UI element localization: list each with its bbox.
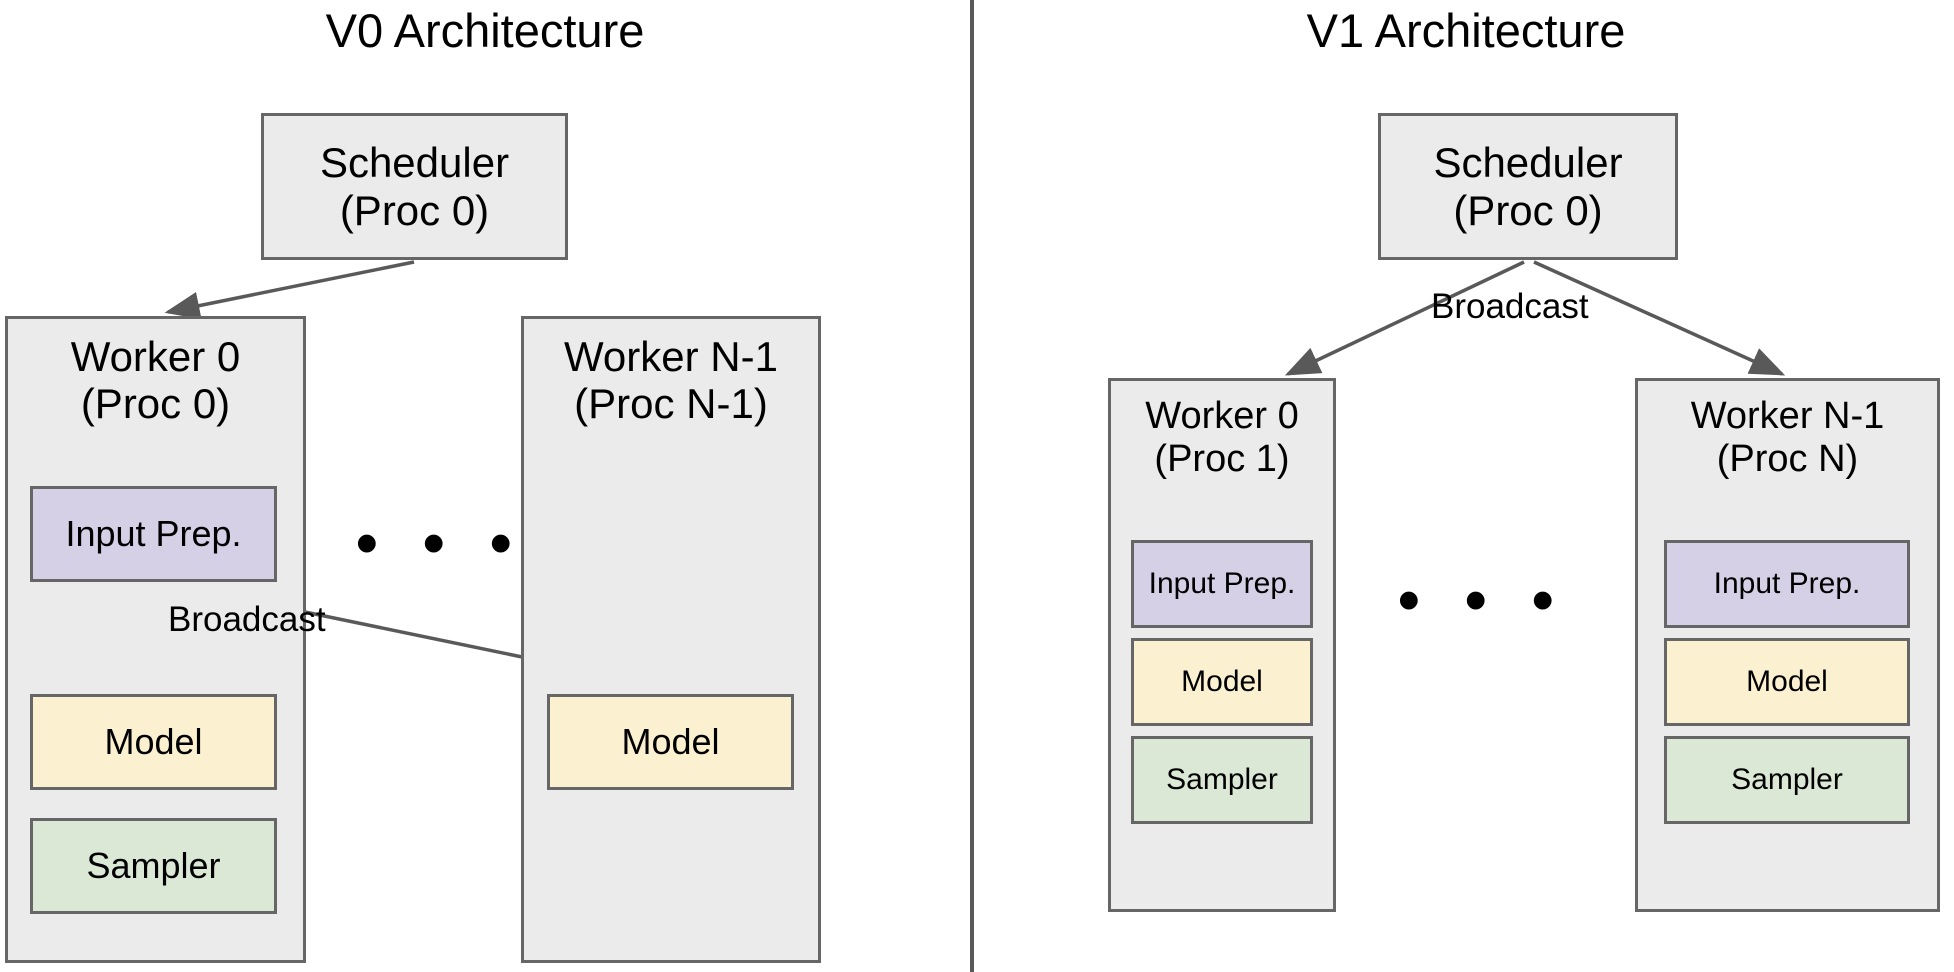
v0-worker-n-box[interactable]: Worker N-1 (Proc N-1) xyxy=(521,316,821,963)
v1-worker-n-model[interactable]: Model xyxy=(1664,638,1910,726)
v1-worker-0-model-label: Model xyxy=(1181,665,1263,698)
v0-worker-n-line1: Worker N-1 xyxy=(564,333,778,380)
v0-scheduler-box[interactable]: Scheduler (Proc 0) xyxy=(261,113,568,260)
v1-worker-0-input-prep-label: Input Prep. xyxy=(1148,567,1296,600)
v0-worker-0-model-label: Model xyxy=(104,721,203,762)
panel-divider xyxy=(970,0,974,972)
page-title-v1: V1 Architecture xyxy=(1306,4,1626,57)
v0-worker-0-input-prep[interactable]: Input Prep. xyxy=(30,486,277,582)
v1-worker-n-model-label: Model xyxy=(1746,665,1828,698)
v0-worker-0-line1: Worker 0 xyxy=(70,333,241,380)
v1-scheduler-box[interactable]: Scheduler (Proc 0) xyxy=(1378,113,1678,260)
v1-worker-0-sampler[interactable]: Sampler xyxy=(1131,736,1313,824)
v1-scheduler-line2: (Proc 0) xyxy=(1453,186,1603,234)
v0-worker-0-input-prep-label: Input Prep. xyxy=(65,513,242,554)
v1-worker-n-line1: Worker N-1 xyxy=(1690,395,1885,437)
v1-worker-0-sampler-label: Sampler xyxy=(1166,763,1278,796)
v0-ellipsis: • • • xyxy=(356,509,526,578)
v0-worker-n-model-label: Model xyxy=(621,721,720,762)
v0-worker-n-line2: (Proc N-1) xyxy=(574,380,768,428)
v1-worker-0-input-prep[interactable]: Input Prep. xyxy=(1131,540,1313,628)
v1-worker-n-sampler-label: Sampler xyxy=(1731,763,1843,796)
v1-worker-n-input-prep-label: Input Prep. xyxy=(1713,567,1861,600)
v1-worker-0-line1: Worker 0 xyxy=(1145,395,1299,437)
v0-scheduler-line1: Scheduler xyxy=(319,139,510,187)
v1-worker-n-sampler[interactable]: Sampler xyxy=(1664,736,1910,824)
v0-worker-0-sampler[interactable]: Sampler xyxy=(30,818,277,914)
v1-worker-0-model[interactable]: Model xyxy=(1131,638,1313,726)
v0-broadcast-label: Broadcast xyxy=(168,600,326,639)
v0-scheduler-line2: (Proc 0) xyxy=(339,186,490,234)
v1-ellipsis: • • • xyxy=(1398,566,1568,635)
v1-scheduler-line1: Scheduler xyxy=(1433,139,1623,187)
arrow-v0-scheduler-to-worker0 xyxy=(164,260,415,320)
v0-worker-0-sampler-label: Sampler xyxy=(86,845,221,886)
v1-worker-0-line2: (Proc 1) xyxy=(1154,437,1290,480)
v1-worker-n-line2: (Proc N) xyxy=(1716,437,1859,480)
v0-worker-0-line2: (Proc 0) xyxy=(80,380,231,428)
page-title-v0: V0 Architecture xyxy=(325,4,645,57)
v0-worker-n-model[interactable]: Model xyxy=(547,694,794,790)
v1-broadcast-label: Broadcast xyxy=(1431,287,1589,326)
v1-worker-n-input-prep[interactable]: Input Prep. xyxy=(1664,540,1910,628)
v0-worker-0-model[interactable]: Model xyxy=(30,694,277,790)
